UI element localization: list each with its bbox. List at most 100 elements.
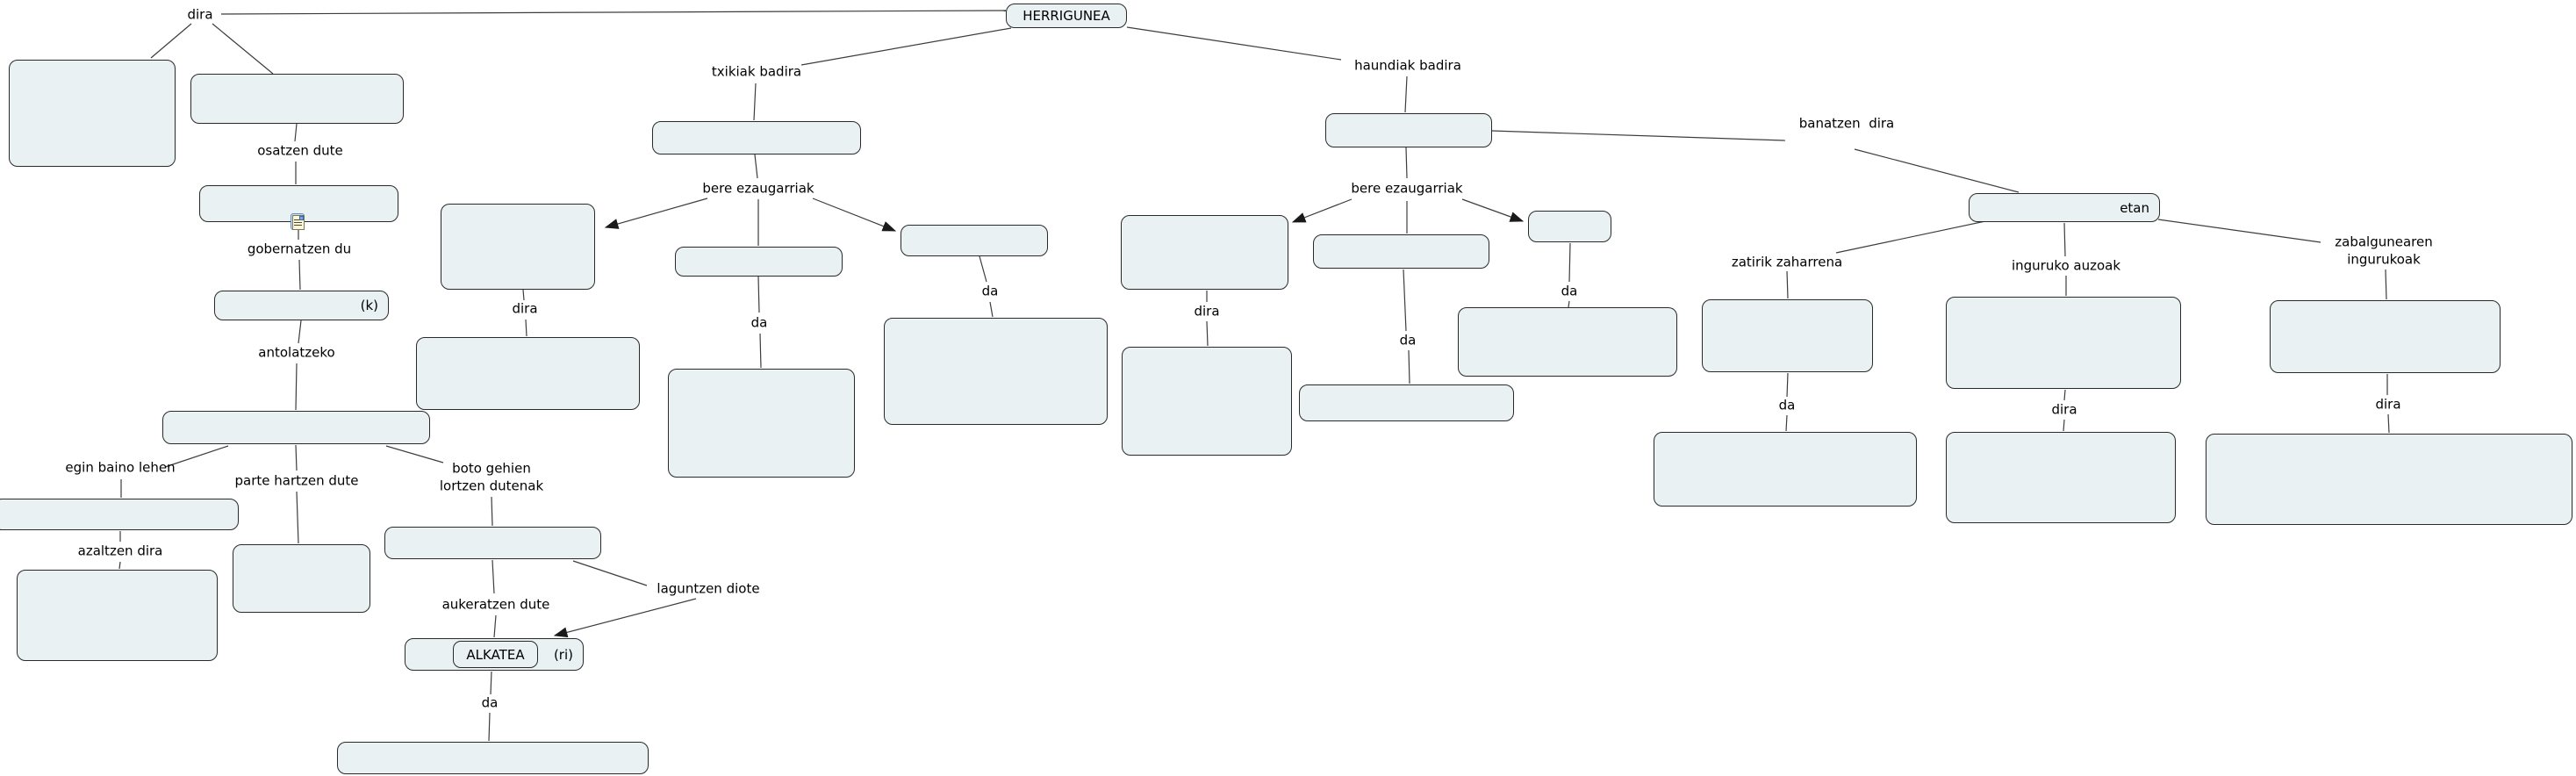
link-label-da-r[interactable]: da [1399,332,1417,348]
link-label-dira-w[interactable]: dira [2375,396,2401,413]
link-label-laguntzen-diote[interactable]: laguntzen diote [657,580,760,597]
concept-node-box-o[interactable] [901,225,1048,256]
connector-line [1206,320,1209,347]
connector-line [979,255,987,283]
concept-node-label: (ri) [553,646,573,663]
concept-node-box-r[interactable] [1313,234,1489,269]
concept-node-label: ALKATEA [466,646,525,663]
connector-line [1835,220,1986,254]
document-icon-image-corner [299,216,304,220]
link-label-zabalgunearen[interactable]: zabalgunearen ingurukoak [2335,234,2433,268]
concept-node-box-d[interactable]: (k) [214,291,389,320]
concept-node-box-a[interactable] [9,60,176,167]
concept-node-box-v[interactable] [1946,297,2181,389]
concept-node-box-v2[interactable] [1946,432,2176,523]
connector-line [1785,414,1788,432]
link-label-antolatzeko[interactable]: antolatzeko [258,344,335,361]
connector-line [1491,130,1786,141]
connector-line [1126,26,1342,61]
connector-line [1786,372,1789,398]
concept-node-box-b[interactable] [190,74,404,124]
link-label-bere-ezaugarriak-1[interactable]: bere ezaugarriak [702,180,814,197]
concept-node-label: etan [2120,199,2149,216]
concept-node-label: HERRIGUNEA [1023,8,1110,24]
concept-node-etan[interactable]: etan [1969,193,2160,222]
concept-node-box-n2[interactable] [668,369,855,478]
link-label-txikiak-badira[interactable]: txikiak badira [711,63,802,80]
link-label-da-n[interactable]: da [750,314,768,331]
connector-line [298,259,301,291]
connector-line [385,445,444,463]
concept-node-label: (k) [360,298,378,313]
link-label-banatzen-dira[interactable]: banatzen dira [1798,115,1895,132]
connector-line [2157,219,2321,243]
connector-line [1568,242,1571,283]
concept-node-box-i[interactable] [384,527,601,559]
concept-node-box-l[interactable] [441,204,595,290]
link-label-dira-l[interactable]: dira [512,300,538,317]
connector-line [295,444,298,471]
concept-node-herrigunea[interactable]: HERRIGUNEA [1006,4,1127,28]
link-label-da-s[interactable]: da [1561,283,1578,299]
connector-line [604,198,708,229]
link-label-boto-gehien[interactable]: boto gehien lortzen dutenak [439,460,544,494]
connector-line [493,614,497,638]
concept-node-box-u[interactable] [1702,299,1873,372]
link-label-da-alkatea[interactable]: da [481,694,499,711]
document-resource-icon[interactable] [291,213,305,230]
concept-node-box-h[interactable] [233,544,370,613]
link-label-dira-v[interactable]: dira [2051,401,2077,418]
concept-node-box-g[interactable] [17,570,218,661]
concept-node-box-j[interactable] [337,742,649,774]
link-label-gobernatzen-du[interactable]: gobernatzen du [247,241,352,257]
connector-line [553,598,697,638]
link-label-dira-top[interactable]: dira [187,6,213,23]
connector-line [1461,198,1525,222]
concept-node-box-w[interactable] [2270,300,2501,373]
concept-node-alkatea[interactable]: ALKATEA [453,641,538,668]
concept-node-box-u2[interactable] [1654,432,1917,507]
link-label-parte-hartzen-dute[interactable]: parte hartzen dute [234,472,359,489]
connector-line [2387,413,2390,434]
link-label-egin-baino-lehen[interactable]: egin baino lehen [65,459,176,476]
connector-line [220,10,1007,15]
concept-node-box-w2[interactable] [2206,434,2572,525]
link-label-bere-ezaugarriak-2[interactable]: bere ezaugarriak [1351,180,1463,197]
connector-line [754,154,758,179]
connector-line [2063,389,2066,401]
concept-node-box-t[interactable] [1458,307,1677,377]
link-label-dira-q[interactable]: dira [1194,303,1220,320]
connector-line [294,123,298,142]
connector-line [490,671,492,695]
connector-line [989,301,994,318]
concept-node-box-l2[interactable] [416,337,640,410]
concept-node-box-o2[interactable] [884,318,1108,425]
link-label-da-o[interactable]: da [981,283,999,299]
connector-line [572,560,648,586]
link-label-azaltzen-dira[interactable]: azaltzen dira [77,542,163,559]
link-label-zatirik-zaharrena[interactable]: zatirik zaharrena [1731,254,1843,270]
concept-node-box-n[interactable] [675,247,843,277]
link-label-osatzen-dute[interactable]: osatzen dute [257,142,343,159]
document-icon-paper [292,215,305,230]
connector-line [298,320,302,344]
concept-node-box-q2[interactable] [1122,347,1292,456]
connector-line [759,333,762,369]
link-label-aukeratzen-dute[interactable]: aukeratzen dute [441,596,550,613]
concept-node-box-f[interactable] [0,499,239,530]
link-label-haundiak-badira[interactable]: haundiak badira [1354,57,1461,74]
concept-node-box-k[interactable] [652,121,861,154]
concept-node-box-s[interactable] [1528,211,1611,242]
concept-node-box-q[interactable] [1121,215,1288,290]
connector-line [212,23,274,75]
link-label-da-u[interactable]: da [1778,397,1796,413]
connector-line [1291,198,1353,223]
concept-node-box-e[interactable] [162,411,430,444]
link-label-inguruko-auzoak[interactable]: inguruko auzoak [2011,257,2121,274]
concept-node-box-p[interactable] [1325,113,1492,147]
concept-node-box-r2[interactable] [1299,384,1514,421]
connector-line [522,289,525,301]
connector-line [488,712,491,742]
connector-line [757,276,760,313]
